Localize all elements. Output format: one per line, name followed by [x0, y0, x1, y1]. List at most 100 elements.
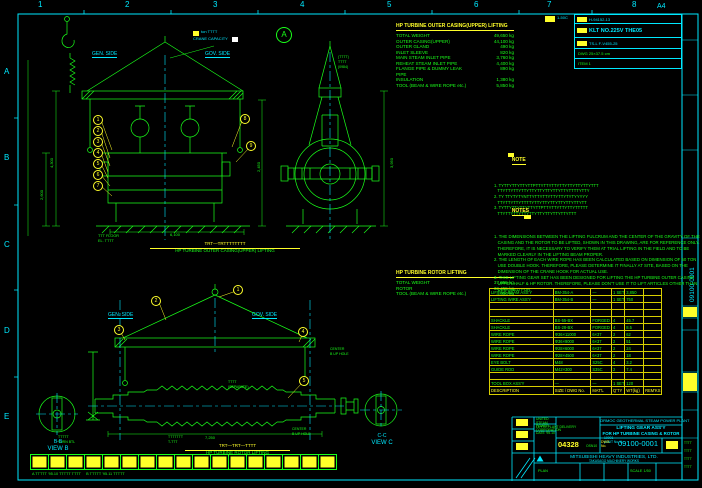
zone-top-4: 4 [300, 0, 305, 9]
balloon-r1: 1 [233, 285, 243, 295]
weight-row: INSULATION 1,380 kg [396, 77, 514, 82]
zone-left-B: B [4, 153, 10, 162]
notes-line: 2. THE LENGTH OF EACH WIRE ROPE HAS BEEN… [494, 257, 697, 263]
balloon-2: 2 [93, 126, 103, 136]
view3-dim-horizontal: 7,250 [205, 435, 216, 440]
margin-yellow-cell-2 [683, 373, 697, 391]
balloon-9: 9 [246, 141, 256, 151]
parts-table-row: GUIDE ROD M42×300 S35C 2 7.4 [490, 366, 662, 373]
view1-floor-label: TTT FLOOR [98, 234, 120, 238]
viewB-section-label: B-B [53, 439, 63, 445]
balloon-r5: 5 [299, 376, 309, 386]
notes-line: THEREFORE, IT IS NECESSARY TO VERIFY THE… [494, 245, 690, 251]
tb-order-no: 04328 [558, 440, 579, 449]
view1-caption: HP TURBINE OUTER CASING(UPPER) LIFTING [175, 248, 275, 253]
stamp-cell [103, 455, 121, 469]
stamp-cell [283, 455, 301, 469]
weight-row: FLANGE PIPE & DUMMY LEAK PIPE 890 kg [396, 66, 514, 77]
parts-table-row [490, 310, 662, 317]
crane-note-line1: ton TTTT [201, 29, 218, 34]
zone-top-6: 6 [474, 0, 479, 9]
mini-row-1: H-94152-13 [575, 15, 681, 24]
balloon-7: 7 [93, 181, 103, 191]
view3-gov-side-label: GOV. SIDE [252, 312, 278, 320]
viewC-section-label: C-C [377, 433, 387, 439]
zone-top-7: 7 [547, 0, 552, 9]
balloon-1: 1 [93, 115, 103, 125]
notes-jp-block: NOTE 1. TYTTYTTYTTYTTPTTYTTYTTYTTYTTYTTY… [494, 131, 599, 251]
notes-line: DESIGNED FOR. [494, 286, 532, 292]
parts-table-row: WIRE ROPE Φ28×6000 6×37 2 24 [490, 345, 662, 352]
margin-dwg-no: 09100-0001 [689, 267, 696, 302]
balloon-r3: 3 [114, 325, 124, 335]
mini-row-4: DWG 25×37.5 cm [575, 49, 681, 59]
weight-row: TOTAL WEIGHT 49,650 kg [396, 33, 514, 38]
crane-note-line2: CRANE CAPACITY [193, 36, 228, 41]
notes-jp-line: 1. TYTTYTTYTTYTTPTTYTTYTTYTTYTTYTTYTTYTT… [494, 182, 599, 188]
viewB-label: VIEW B [47, 446, 69, 452]
balloon-leaders [100, 119, 304, 399]
viewC-label: VIEW C [371, 440, 393, 446]
view1-gov-side-label: GOV. SIDE [205, 51, 231, 59]
zone-top-8: 8 [632, 0, 637, 9]
parts-table-row: EYE BOLT M48 S25C 4 3.2 [490, 359, 662, 366]
view3-caption-jp: TRT—TRT—TTTT [185, 443, 290, 451]
title-block-grid [511, 416, 682, 481]
mini-stamp-1 [577, 16, 587, 22]
stamp-cell [121, 455, 139, 469]
zone-top-1: 1 [38, 0, 43, 9]
view2-micro-2: TTTT [338, 60, 347, 64]
tb-date: DATE '95.10 [536, 431, 555, 435]
balloon-5: 5 [93, 159, 103, 169]
view3-label-cpl-1: TTTTTTT [168, 435, 183, 439]
stamp-strip-note: A TTTTT '95.10 TTTTT TTTT B TTTTT '95.11… [32, 472, 125, 476]
stamp-cell [229, 455, 247, 469]
zone-top-3: 3 [213, 0, 218, 9]
weight-row: OUTER GLAND 490 kg [396, 44, 514, 49]
notes-jp-line: 3. TYTTYTTYTTYTTYTTPTTYTTYTTYTTYTTTTT [494, 205, 588, 211]
notes-jp-line: 2. TY TTYTYTYNTTYTTYTTYTTYTTYTYTYYYYY [494, 193, 588, 199]
view1-floor-el: EL. TTTT [98, 239, 114, 243]
view3-label-sep-1: TTTT [228, 380, 237, 384]
stamp-cell [247, 455, 265, 469]
tb-supplier-2: LEYTE PLANT DELIVERY [536, 425, 577, 429]
view3-caption: HP TURBINE ROTOR LIFTING [205, 450, 269, 455]
stamp-cell [211, 455, 229, 469]
tb-dwg-label: DWG. No. [601, 440, 611, 448]
margin-strip-grid [682, 39, 698, 439]
tb-stamp-1 [516, 419, 528, 426]
zone-left-E: E [4, 412, 10, 421]
zone-left-A: A [4, 67, 10, 76]
mini-row-3: TS-L F-V455-25 [575, 38, 681, 49]
parts-table-row: WIRE ROPE Φ28×4500 6×37 2 18 [490, 352, 662, 359]
view2-micro-3: (0984) [338, 65, 349, 69]
notes-line: UPPER HALF & HP ROTOR. THEREFORE, PLEASE… [494, 281, 698, 287]
view3-gen-side-label: GEN. SIDE [108, 312, 134, 320]
notes-line: DIMENSION OF THE CRANE HOOK FOR ACTUAL U… [494, 269, 609, 275]
parts-table-row [490, 303, 662, 310]
tb-drawing-no: 09100-0001 [617, 439, 659, 448]
margin-foot-1: TTTT [684, 441, 692, 445]
centerlines [36, 52, 402, 440]
notes-line: MARKED CLEARLY IN THE LIFTING BEAM PROPE… [494, 251, 604, 257]
format-label: A4 [657, 3, 666, 10]
weight-row: OUTER CASING(UPPER) 44,100 kg [396, 38, 514, 44]
tb-foot-left: PLAN [538, 469, 548, 473]
balloon-4: 4 [93, 148, 103, 158]
weight-row: INLET SLEEVE 820 kg [396, 49, 514, 55]
balloon-8: 8 [240, 114, 250, 124]
view2-art [280, 41, 388, 234]
stamp-cell [139, 455, 157, 469]
notes-line: CASING AND THE ROTOR TO BE LIFTED, SHOWN… [494, 239, 700, 245]
tb-stamp-3 [516, 443, 528, 450]
notes-title: NOTES [511, 208, 530, 216]
view3-label-cpl-2: T-TTT [168, 440, 178, 444]
notes-jp-line: TTYTTYTTYTTTTYTTYTTYTTYTTYTTYTTYTT [494, 199, 587, 205]
weight-row: TOOL (BEAM & WIRE ROPE etc.) 4,600 kg [396, 291, 514, 296]
notes-line: USE DOUBLE HOOK. THEREFORE, PLEASE DETER… [494, 263, 688, 269]
mini-table-side-blob [545, 16, 555, 22]
balloon-3: 3 [93, 137, 103, 147]
tb-stamp-2 [516, 431, 528, 438]
